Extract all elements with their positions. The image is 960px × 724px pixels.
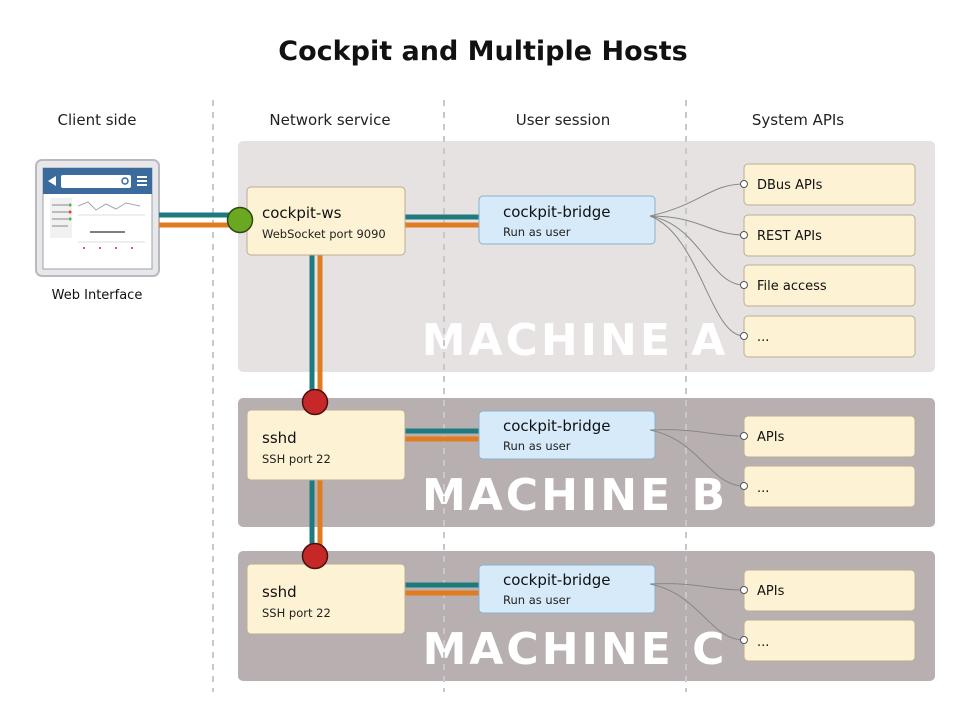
machine-b-label: MACHINE B [422,470,728,521]
api-label: REST APIs [757,229,822,244]
web-interface-label: Web Interface [52,288,143,303]
api-connectors [649,183,745,337]
service-box-detail: WebSocket port 9090 [262,227,386,241]
api-port-dot [740,482,748,490]
service-box-name: sshd [262,429,297,447]
api-label: DBus APIs [757,178,823,193]
web-interface-icon [35,159,160,277]
api-connectors [649,583,745,641]
service-box-detail: SSH port 22 [262,452,331,466]
column-header-network: Network service [269,111,390,129]
service-box-detail: SSH port 22 [262,606,331,620]
bridge-box [478,195,656,245]
bridge-box [478,410,656,460]
api-label: APIs [757,430,785,445]
service-box-sshd [246,563,406,635]
api-port-dot [740,231,748,239]
api-port-dot [740,332,748,340]
api-box [743,619,916,662]
api-port-dot [740,636,748,644]
api-port-dot [740,180,748,188]
column-header-client: Client side [58,111,137,129]
api-label: File access [757,279,827,294]
service-box-sshd [246,409,406,481]
api-port-dot [740,281,748,289]
api-connectors [649,429,745,487]
diagram-title: Cockpit and Multiple Hosts [278,36,687,67]
api-port-dot [740,586,748,594]
ssh-node [301,542,329,570]
websocket-node [226,206,254,234]
machine-c-label: MACHINE C [423,624,728,675]
ssh-node [301,388,329,416]
bridge-box-detail: Run as user [503,439,571,453]
bridge-box-detail: Run as user [503,225,571,239]
column-header-apis: System APIs [752,111,844,129]
bridge-box-detail: Run as user [503,593,571,607]
api-label: ... [757,330,769,345]
api-box [743,315,916,358]
bridge-box [478,564,656,614]
api-port-dot [740,432,748,440]
service-box-name: sshd [262,583,297,601]
api-box [743,465,916,508]
machine-a-label: MACHINE A [422,315,729,366]
api-label: ... [757,481,769,496]
api-label: ... [757,635,769,650]
bridge-box-name: cockpit-bridge [503,203,610,221]
bridge-box-name: cockpit-bridge [503,417,610,435]
column-header-session: User session [516,111,610,129]
api-label: APIs [757,584,785,599]
bridge-box-name: cockpit-bridge [503,571,610,589]
service-box-name: cockpit-ws [262,204,342,222]
